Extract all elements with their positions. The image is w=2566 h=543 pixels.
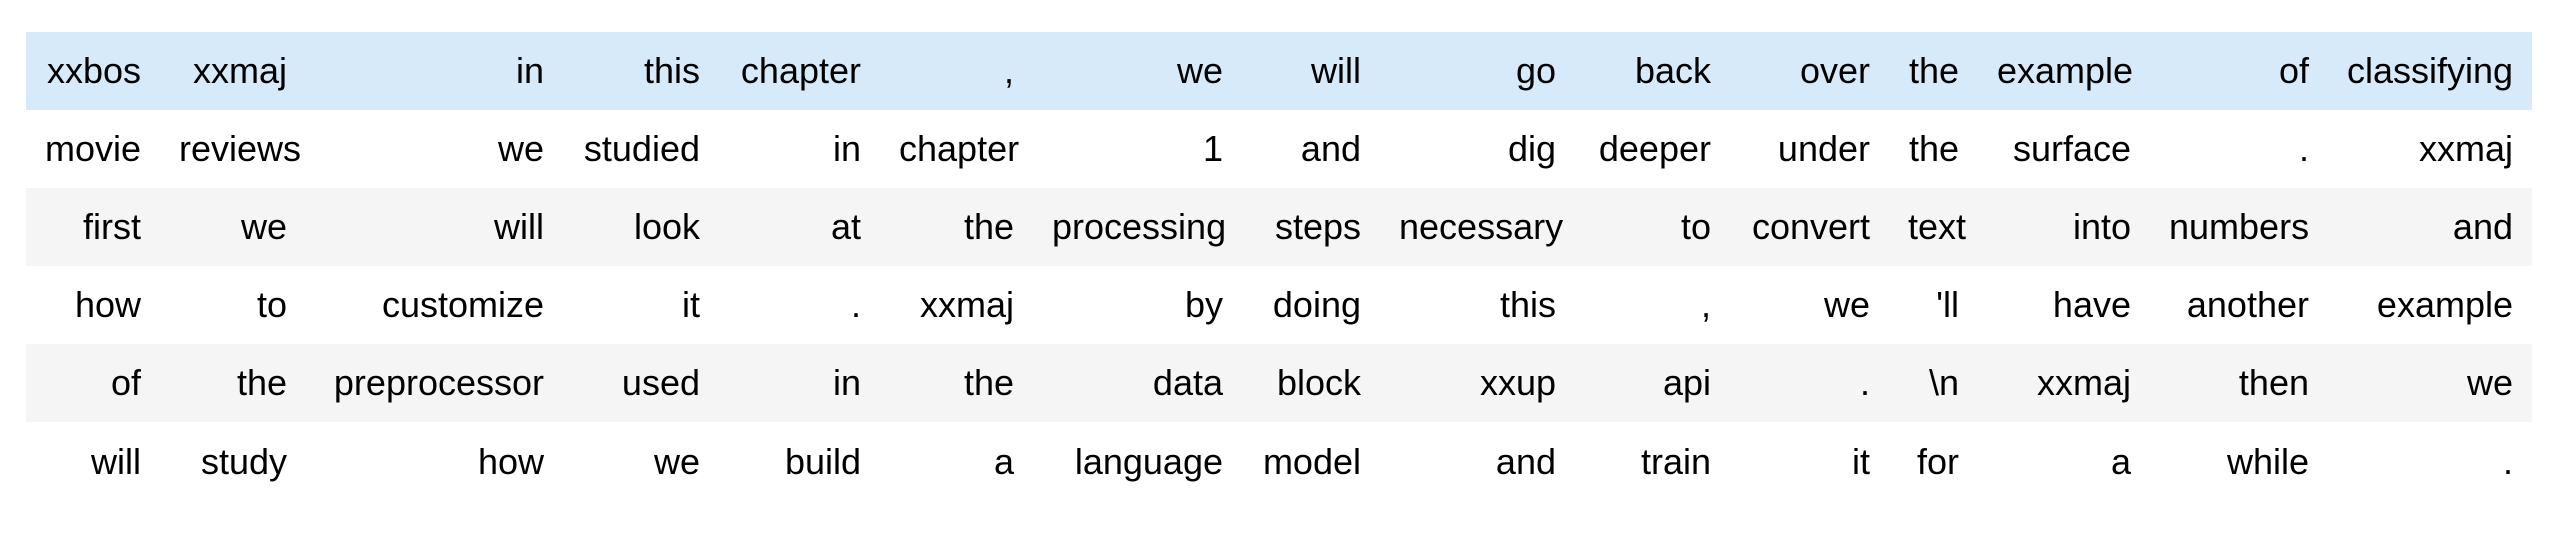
token-cell: convert [1730, 188, 1889, 267]
token-cell: back [1575, 32, 1730, 111]
token-cell: have [2052, 284, 2131, 326]
token-cell: a [993, 440, 1014, 482]
token-cell: the [880, 344, 1033, 423]
token-cell: surface [2012, 128, 2131, 170]
token-cell: , [1700, 284, 1711, 326]
token-cell: build [784, 440, 861, 482]
token-cell: . [2502, 440, 2513, 482]
token-cell: over [1730, 32, 1889, 111]
token-cell: we [497, 128, 544, 170]
token-cell: and [1495, 440, 1556, 482]
token-cell: 'll [1936, 284, 1959, 326]
token-cell: it [1852, 440, 1870, 482]
token-cell: this [563, 32, 719, 111]
token-cell: train [1640, 440, 1711, 482]
token-cell: reviews [179, 128, 302, 170]
token-cell: how [477, 440, 544, 482]
token-cell: xxmaj [2418, 128, 2513, 170]
token-cell: used [563, 344, 719, 423]
token-cell: 1 [1202, 128, 1223, 170]
token-cell: steps [1242, 188, 1380, 267]
token-cell: at [719, 188, 880, 267]
token-cell: we [2328, 344, 2532, 423]
token-cell: numbers [2150, 188, 2328, 267]
token-cell: it [682, 284, 700, 326]
token-cell: to [1575, 188, 1730, 267]
token-cell: block [1242, 344, 1380, 423]
token-cell: study [200, 440, 287, 482]
token-cell: another [2186, 284, 2309, 326]
token-cell: model [1262, 440, 1361, 482]
token-cell: we [1033, 32, 1242, 111]
token-cell: in [719, 344, 880, 423]
token-cell: text [1889, 188, 1978, 267]
token-cell: movie [45, 128, 142, 170]
token-cell: data [1033, 344, 1242, 423]
token-cell: xxup [1380, 344, 1575, 423]
token-cell: we [1823, 284, 1870, 326]
token-cell: will [306, 188, 563, 267]
token-cell: go [1380, 32, 1575, 111]
token-cell: example [2376, 284, 2513, 326]
token-cell: xxmaj [1978, 344, 2150, 423]
token-cell: , [880, 32, 1033, 111]
token-cell: studied [583, 128, 700, 170]
token-cell: for [1916, 440, 1959, 482]
token-cell: . [1730, 344, 1889, 423]
token-cell: xxmaj [160, 32, 306, 111]
token-cell: and [1300, 128, 1361, 170]
token-cell: how [74, 284, 141, 326]
token-cell: . [850, 284, 861, 326]
token-cell: preprocessor [306, 344, 563, 423]
token-cell: will [1242, 32, 1380, 111]
token-cell: the [1908, 128, 1959, 170]
token-cell: and [2328, 188, 2532, 267]
token-cell: by [1184, 284, 1223, 326]
token-cell: \n [1889, 344, 1978, 423]
token-cell: classifying [2328, 32, 2532, 111]
token-cell: a [2110, 440, 2131, 482]
token-cell: we [653, 440, 700, 482]
token-cell: chapter [719, 32, 880, 111]
token-cell: xxbos [26, 32, 160, 111]
token-cell: language [1074, 440, 1223, 482]
token-cell: first [26, 188, 160, 267]
token-cell: we [160, 188, 306, 267]
token-cell: this [1499, 284, 1556, 326]
token-cell: customize [381, 284, 544, 326]
token-cell: processing [1033, 188, 1242, 267]
table-row: will study how we build a language model and trai… [26, 422, 2532, 500]
token-cell: look [563, 188, 719, 267]
token-cell: dig [1507, 128, 1556, 170]
token-cell: the [160, 344, 306, 423]
token-cell: the [1889, 32, 1978, 111]
token-cell: chapter [899, 128, 1020, 170]
token-cell: into [1978, 188, 2150, 267]
token-cell: in [832, 128, 861, 170]
token-cell: deeper [1598, 128, 1711, 170]
token-cell: necessary [1380, 188, 1575, 267]
table-row: how to customize it. xxmaj by doing this, we 'll h… [26, 266, 2532, 344]
token-cell: of [26, 344, 160, 423]
token-cell: xxmaj [919, 284, 1014, 326]
token-cell: to [256, 284, 287, 326]
token-cell: the [880, 188, 1033, 267]
token-cell: api [1575, 344, 1730, 423]
token-cell: then [2150, 344, 2328, 423]
token-cell: . [2298, 128, 2309, 170]
token-cell: of [2150, 32, 2328, 111]
token-cell: under [1777, 128, 1870, 170]
token-cell: doing [1272, 284, 1361, 326]
token-cell: while [2226, 440, 2309, 482]
token-cell: in [306, 32, 563, 111]
token-cell: will [91, 440, 141, 482]
token-cell: example [1978, 32, 2150, 111]
